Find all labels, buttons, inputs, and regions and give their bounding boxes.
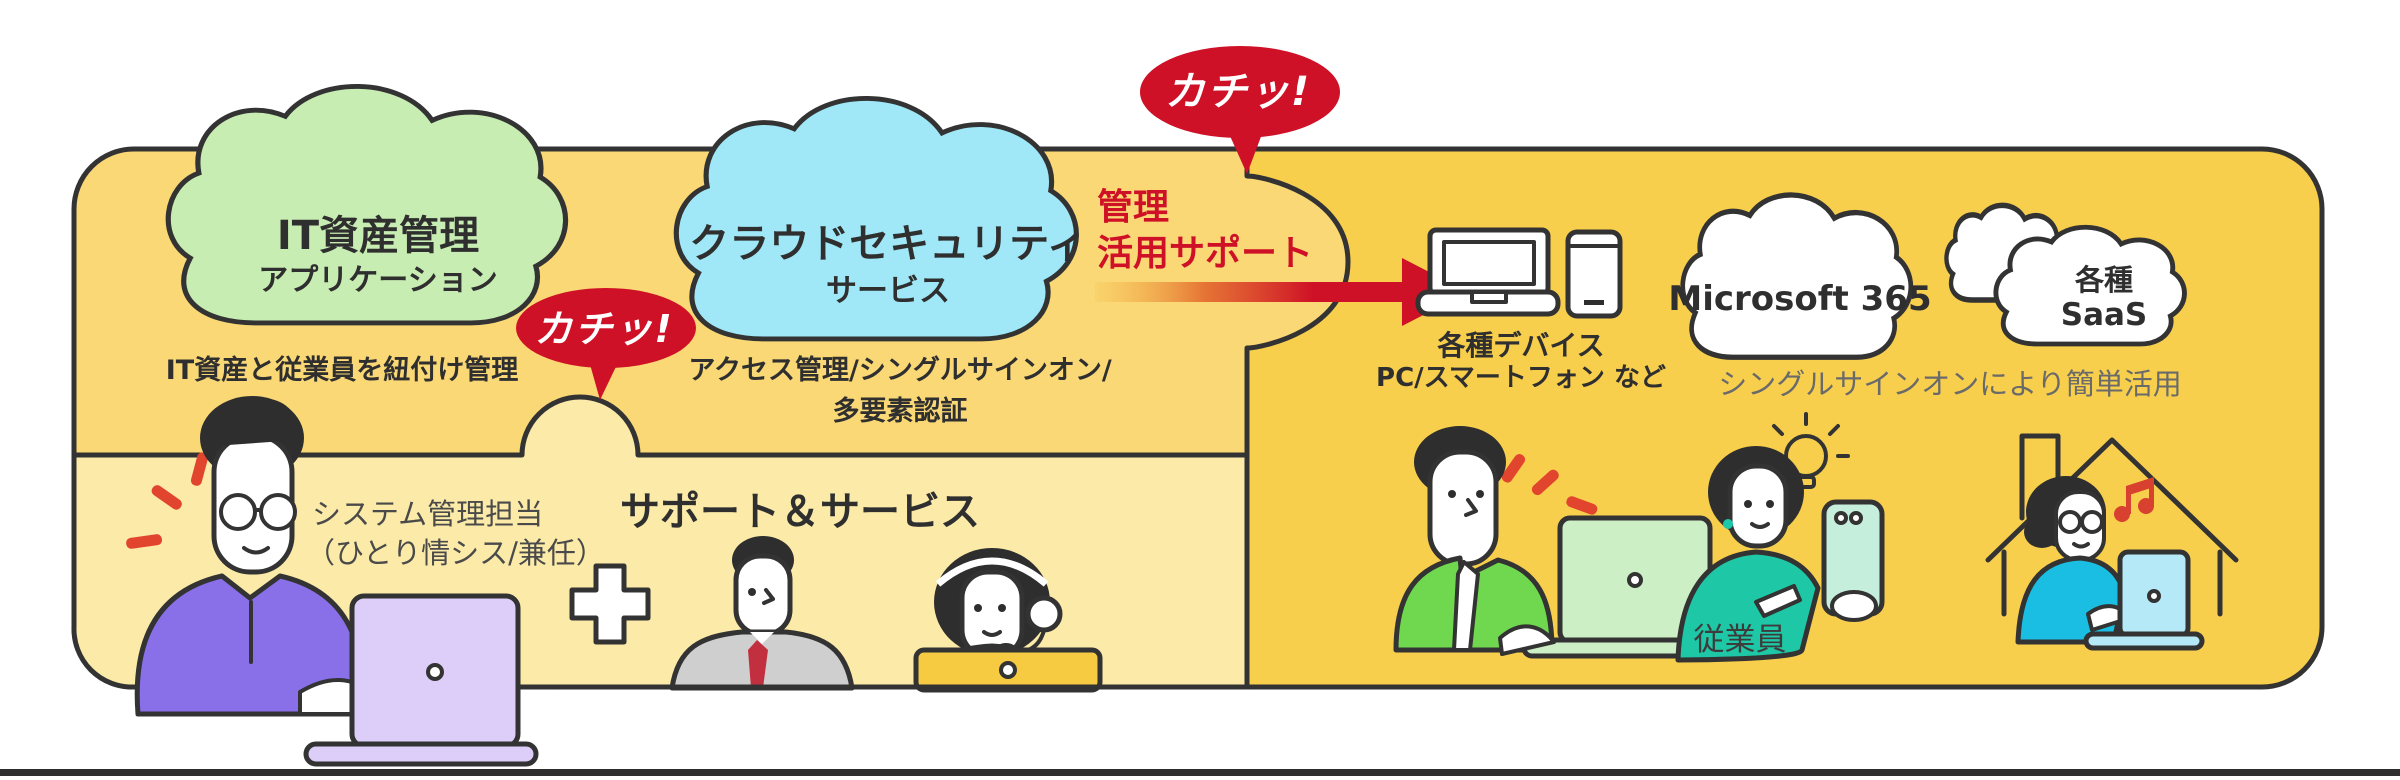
m365-cloud-label: Microsoft 365 <box>1668 279 1932 319</box>
employees-label: 従業員 <box>1693 622 1787 658</box>
employee-home-illustration <box>1985 433 2239 651</box>
cloud-security-subtitle: サービス <box>826 273 950 309</box>
sysadmin-illustration <box>126 396 539 767</box>
glasses-icon <box>219 493 257 531</box>
smartphone-icon <box>1565 229 1623 319</box>
cloud-security-title: クラウドセキュリティ <box>689 221 1087 267</box>
teal-shirt <box>1675 549 1821 663</box>
support-woman-illustration <box>913 548 1103 693</box>
it-asset-caption: IT資産と従業員を紐付け管理 <box>165 355 519 386</box>
click-bubble-top <box>1140 46 1340 174</box>
saas-cloud-line1: 各種 <box>2074 263 2134 297</box>
support-service-title: サポート＆サービス <box>620 489 980 535</box>
music-note-icon <box>2114 477 2154 522</box>
microsoft-365-cloud <box>1683 195 1911 357</box>
red-tie <box>748 640 768 688</box>
support-man-illustration <box>669 536 855 691</box>
cloud-security-caption-line1: アクセス管理/シングルサインオン/ <box>688 355 1112 386</box>
earring <box>1723 519 1733 529</box>
sysadmin-caption-line1: システム管理担当 <box>312 497 544 531</box>
click-bubble-left <box>516 288 696 400</box>
headset-band-icon <box>935 557 1049 587</box>
it-asset-cloud-title: IT資産管理 <box>276 213 480 259</box>
it-asset-cloud-subtitle: アプリケーション <box>258 263 498 298</box>
house-icon <box>1985 433 2239 617</box>
devices-caption-line2: PC/スマートフォン など <box>1376 363 1666 393</box>
white-tie <box>1452 560 1480 652</box>
emphasis-dash <box>151 485 182 510</box>
laptop-icon <box>1415 227 1561 317</box>
cloud-security-caption-line2: 多要素認証 <box>832 396 968 427</box>
pointing-hand <box>1754 584 1802 618</box>
click-bubble-left-label: カチッ! <box>534 307 674 351</box>
emphasis-dash <box>126 534 163 549</box>
sso-caption: シングルサインオンにより簡単活用 <box>1718 367 2182 401</box>
floor-line <box>0 769 2400 776</box>
click-bubble-top-label: カチッ! <box>1164 69 1312 115</box>
sysadmin-caption-line2: （ひとり情シス/兼任） <box>306 536 605 570</box>
headset-earcup-icon <box>1025 595 1063 633</box>
employee-phone-illustration <box>1675 412 1885 663</box>
support-arrow-label-line1: 管理 <box>1097 187 1170 228</box>
plus-icon <box>569 563 651 645</box>
devices-caption-line1: 各種デバイス <box>1437 329 1605 362</box>
support-arrow-label-line2: 活用サポート <box>1097 233 1314 274</box>
emphasis-dash <box>190 452 209 486</box>
saas-cloud-line2: SaaS <box>2060 297 2148 333</box>
